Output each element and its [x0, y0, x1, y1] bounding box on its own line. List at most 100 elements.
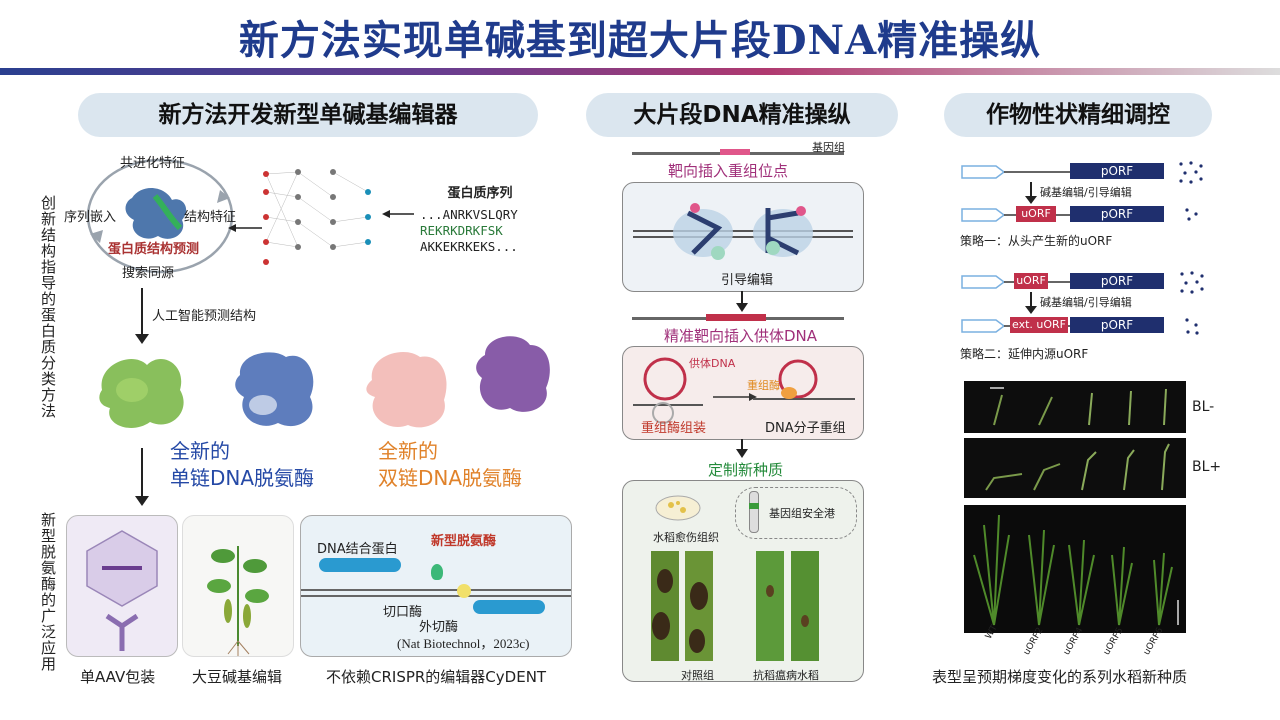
soybean-panel [182, 515, 294, 657]
callus-label: 水稻愈伤组织 [653, 531, 719, 544]
blue-protein-icon [235, 352, 314, 427]
ds-label-line-2: 双链DNA脱氨酶 [378, 466, 523, 490]
arrow-left-icon-2 [382, 210, 414, 218]
promoter-arrow-2 [961, 208, 1070, 222]
deaminase-shape [431, 564, 443, 580]
middle-header: 大片段DNA精准操纵 [586, 93, 898, 137]
dbd-shape [319, 558, 401, 572]
porf-box-4: pORF [1070, 317, 1164, 333]
ss-label-line-2: 单链DNA脱氨酶 [170, 466, 315, 490]
ss-label-line-1: 全新的 [170, 439, 230, 463]
step1-label: 靶向插入重组位点 [668, 162, 789, 180]
step3-label: 定制新种质 [708, 461, 784, 479]
purple-protein-icon [476, 336, 550, 412]
title-divider [0, 68, 1280, 75]
bl-minus-image [964, 381, 1186, 433]
germplasm-box: 水稻愈伤组织 基因组安全港 对照组 抗稻瘟病水稻 [622, 480, 864, 682]
prime-editing-box: 引导编辑 [622, 182, 864, 292]
insert-site [706, 314, 766, 321]
strategy2-label: 策略二：延伸内源uORF [960, 347, 1089, 361]
plant-labels: WT uORF2 uORF4 uORF5 uORF6 [984, 624, 1174, 660]
arrow-down-icon-2 [135, 496, 149, 506]
sequence-title: 蛋白质序列 [447, 186, 513, 201]
cycle-left-label: 序列嵌入 [64, 210, 117, 225]
arrow-down-icon-4 [736, 449, 748, 458]
seedlings-bent-icon [985, 443, 1170, 491]
ext-uorf-box: ext. uORF [1010, 317, 1068, 333]
right-arrow-1 [1030, 182, 1032, 198]
bl-plus-image [964, 438, 1186, 498]
protein-dots-many-icon-2 [1180, 271, 1204, 294]
sequence-line-2: REKRKDRKFSK [420, 223, 503, 238]
exonuclease-label: 外切酶 [419, 620, 459, 635]
bl-minus-label: BL- [1192, 399, 1215, 415]
app-arrow [141, 448, 143, 498]
sequence-line-1: ...ANRKVSLQRY [420, 207, 518, 222]
neural-network-icon [263, 169, 371, 265]
rice-leaves-icon [651, 551, 819, 661]
dna-strand-top [301, 589, 571, 591]
prime-editing-icon [633, 203, 853, 260]
bl-plus-label: BL+ [1192, 459, 1222, 475]
pink-protein-icon [366, 351, 447, 428]
ds-deaminase-label: 全新的 双链DNA脱氨酶 [378, 438, 522, 492]
mid-arrow-2 [741, 439, 743, 451]
protein-dots-many-1 [1177, 160, 1205, 190]
chromosome-icon [749, 491, 759, 533]
cycle-right-label: 结构特征 [184, 210, 237, 225]
app1-label: 单AAV包装 [80, 668, 156, 686]
arrow-down-icon-5 [1025, 196, 1037, 204]
structure-cycle: 共进化特征 序列嵌入 结构特征 搜索同源 蛋白质结构预测 [64, 148, 250, 283]
petri-dish-icon [655, 495, 701, 521]
dna-recombination-label: DNA分子重组 [765, 421, 846, 436]
mid-arrow-1 [741, 291, 743, 305]
recombination-box: 供体DNA 重组酶 重组酶组装 DNA分子重组 [622, 346, 864, 440]
step2-label: 精准靶向插入供体DNA [664, 327, 818, 345]
cycle-bottom-label: 搜索同源 [122, 266, 175, 281]
protein-dots-few-icon-2 [1185, 318, 1199, 335]
ai-arrow [141, 288, 143, 336]
ss-deaminase-label: 全新的 单链DNA脱氨酶 [170, 438, 314, 492]
safe-harbor-box [735, 487, 857, 539]
aav-virus-icon [86, 530, 158, 651]
arrow-left-icon [228, 224, 262, 232]
right-arrow-2 [1030, 292, 1032, 308]
porf-box-2: pORF [1070, 206, 1164, 222]
rice-plants-image [964, 505, 1186, 633]
citation: (Nat Biotechnol，2023c) [397, 636, 530, 651]
nickase-label: 切口酶 [383, 605, 423, 620]
porf-box-3: pORF [1070, 273, 1164, 289]
seedlings-icon [990, 387, 1167, 426]
safe-harbor-label: 基因组安全港 [769, 507, 835, 520]
page-title: 新方法实现单碱基到超大片段DNA精准操纵 [238, 17, 1042, 64]
dna-strand-bottom [301, 595, 571, 597]
rice-caption: 表型呈预期梯度变化的系列水稻新种质 [932, 668, 1188, 686]
uorf-box-1: uORF [1016, 206, 1056, 222]
soybean-plant-icon [207, 546, 269, 656]
vlabel-classification: 创新结构指导的蛋白质分类方法 [39, 195, 57, 419]
guide-edit-label: 引导编辑 [721, 273, 774, 288]
uorf-box-2: uORF [1014, 273, 1048, 289]
target-site [720, 149, 750, 155]
deaminase-label: 新型脱氨酶 [431, 534, 497, 549]
assembly-label: 重组酶组装 [641, 421, 707, 436]
vlabel-applications: 新型脱氨酶的广泛应用 [39, 512, 57, 672]
recombination-icon [633, 357, 855, 424]
edit-label-1: 碱基编辑/引导编辑 [1040, 186, 1132, 199]
safe-harbor-mark [749, 503, 759, 509]
rice-plants-icon [973, 514, 1179, 626]
donor-label: 供体DNA [689, 357, 736, 370]
app2-label: 大豆碱基编辑 [192, 668, 283, 686]
arrow-down-icon-3 [736, 303, 748, 312]
protein-dots-few-icon [1185, 208, 1198, 221]
dbd-label: DNA结合蛋白 [317, 542, 398, 557]
control-label: 对照组 [681, 669, 714, 682]
edit-label-2: 碱基编辑/引导编辑 [1040, 296, 1132, 309]
exo-shape [473, 600, 545, 614]
nickase-shape [457, 584, 471, 598]
protein-sequence: 蛋白质序列 ...ANRKVSLQRY REKRKDRKFSK AKKEKRKE… [420, 182, 540, 255]
recombinase-label: 重组酶 [747, 379, 780, 392]
app3-label: 不依赖CRISPR的编辑器CyDENT [326, 668, 547, 686]
cycle-top-label: 共进化特征 [120, 156, 186, 171]
green-protein-icon [99, 359, 184, 428]
